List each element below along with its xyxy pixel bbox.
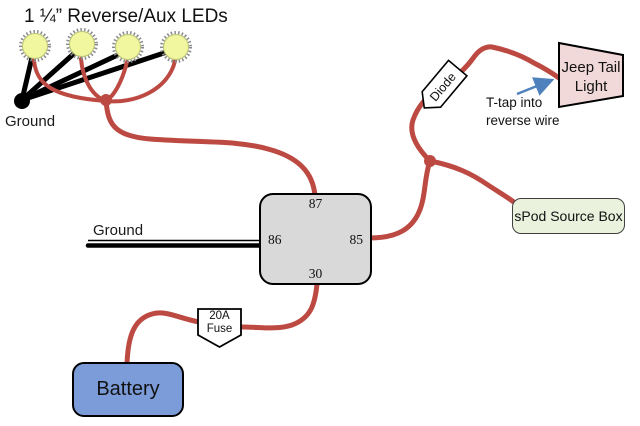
wire-junction-to-spod [427,158,518,206]
fuse-tag-shape [197,308,242,349]
tail-light-label: Jeep Tail Light [561,59,621,95]
wire-junction-to-taillight [409,44,562,164]
led-4 [160,31,192,63]
led-1 [19,30,51,62]
tail-light-shape [558,41,624,109]
t-tap-label-line1: T-tap into [486,95,543,110]
wire-led1 [32,58,108,103]
ground-line-led4 [19,48,173,103]
wire-pin30-to-fuse [240,281,320,331]
wire-fuse-to-battery [124,310,202,367]
relay-box: 87 86 85 30 [259,193,372,285]
spod-source-box: sPod Source Box [512,198,625,234]
led-lamps [19,28,192,63]
t-tap-arrow [516,77,555,96]
diagram-title: 1 ¼” Reverse/Aux LEDs [24,6,228,27]
relay-pin-86: 86 [268,232,282,247]
power-wires [32,44,562,367]
ground-dot [14,93,30,109]
t-tap-label-line2: reverse wire [486,113,560,128]
relay-pin-87: 87 [308,196,323,211]
relay-ground-line [85,239,264,248]
wire-pin85-to-junction [367,158,433,241]
ground-line-led2 [19,46,82,103]
wire-junction-to-pin87 [103,98,318,199]
t-tap-label: T-tap into reverse wire [486,94,560,130]
diode-tag-shape [421,59,469,109]
relay-pin-85: 85 [349,232,364,247]
wire-led4 [104,59,177,104]
fuse-label-line1: 20A [209,310,230,322]
led-3 [112,31,144,63]
wire-junction-taillight [424,155,436,167]
battery-box: Battery [72,362,184,417]
led-ground-label: Ground [5,113,56,130]
relay-ground-label: Ground [93,222,144,239]
wire-junction-leds [100,94,112,106]
led-2 [66,28,98,60]
fuse-label-line2: Fuse [206,322,233,335]
fuse-label: 20A Fuse [198,310,241,335]
relay-pin-30: 30 [308,266,323,281]
